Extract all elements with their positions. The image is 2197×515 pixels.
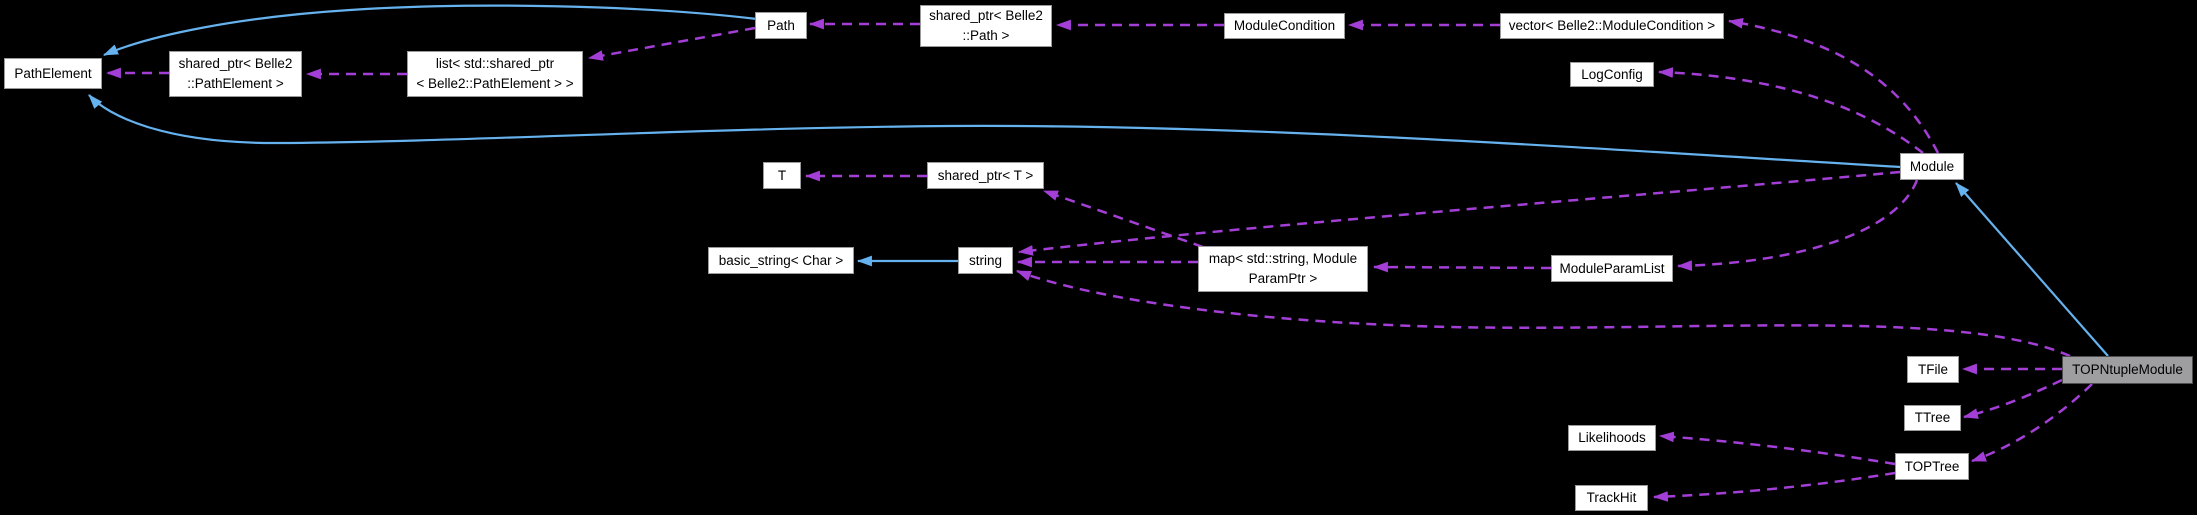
node-tfile[interactable]: TFile <box>1907 356 1959 383</box>
node-top-ntuple-module: TOPNtupleModule <box>2062 356 2193 384</box>
edge-module-to-vector <box>1727 18 1940 154</box>
node-shared-ptr-path-element[interactable]: shared_ptr< Belle2 ::PathElement > <box>169 51 302 97</box>
edge-module-to-logconfig <box>1657 67 1924 154</box>
node-t[interactable]: T <box>763 162 801 189</box>
node-map-string-module-param-ptr[interactable]: map< std::string, Module ParamPtr > <box>1198 246 1368 292</box>
node-path-element[interactable]: PathElement <box>4 58 102 89</box>
edge-topntuplemodule-to-ttree <box>1962 378 2063 419</box>
node-vector-module-condition[interactable]: vector< Belle2::ModuleCondition > <box>1500 13 1724 39</box>
node-ttree[interactable]: TTree <box>1904 405 1961 431</box>
node-track-hit[interactable]: TrackHit <box>1575 485 1648 511</box>
edge-module-to-string <box>1017 170 1901 256</box>
node-path[interactable]: Path <box>755 12 807 39</box>
node-log-config[interactable]: LogConfig <box>1570 62 1654 87</box>
edge-module-to-pathelement <box>88 94 1901 169</box>
edge-map-to-sharedptrt <box>1042 189 1204 249</box>
node-module-condition[interactable]: ModuleCondition <box>1224 13 1345 39</box>
node-top-tree[interactable]: TOPTree <box>1895 453 1969 480</box>
node-shared-ptr-t[interactable]: shared_ptr< T > <box>927 162 1044 189</box>
node-module-param-list[interactable]: ModuleParamList <box>1551 255 1673 282</box>
edge-module-to-moduleparamlist <box>1676 179 1919 272</box>
edge-moduleparamlist-to-map <box>1372 261 1552 273</box>
edge-toptree-to-likelihoods <box>1658 431 1896 466</box>
node-string[interactable]: string <box>958 247 1013 274</box>
edge-topntuplemodule-to-module <box>1955 182 2109 357</box>
edge-path-to-pathelement <box>103 4 758 57</box>
node-basic-string-char[interactable]: basic_string< Char > <box>708 247 854 274</box>
node-likelihoods[interactable]: Likelihoods <box>1568 425 1656 451</box>
node-module[interactable]: Module <box>1900 153 1964 180</box>
edge-topntuplemodule-to-toptree <box>1970 383 2093 463</box>
edge-topntuplemodule-to-string <box>1015 269 2071 358</box>
node-shared-ptr-path[interactable]: shared_ptr< Belle2 ::Path > <box>920 5 1052 47</box>
node-list-shared-ptr-path-element[interactable]: list< std::shared_ptr < Belle2::PathElem… <box>407 51 583 97</box>
edge-toptree-to-trackhit <box>1652 471 1896 502</box>
edge-path-to-list <box>587 26 756 61</box>
